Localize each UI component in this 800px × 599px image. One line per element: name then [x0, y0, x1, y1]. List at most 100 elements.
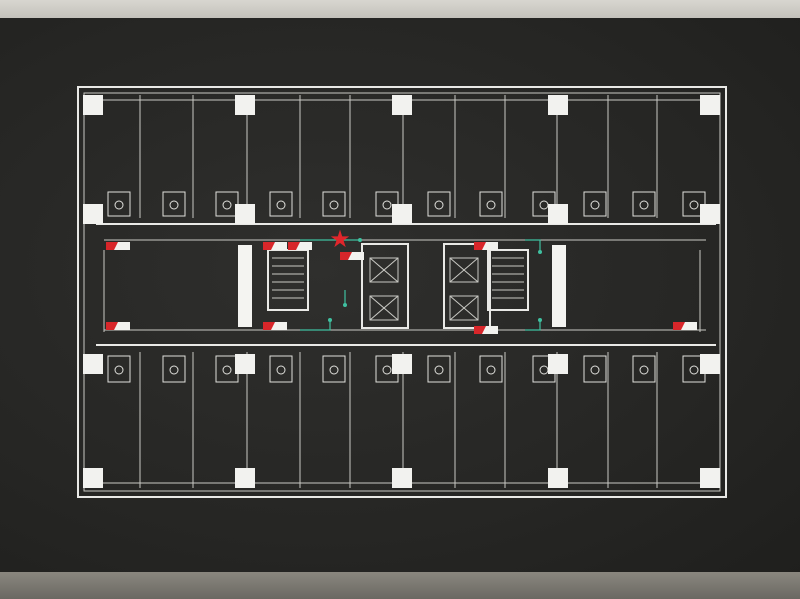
structural-column: [392, 354, 412, 374]
building-outline: [77, 86, 727, 498]
elevator-car: [369, 295, 399, 321]
route-arrow-head: [358, 238, 362, 242]
structural-column: [700, 204, 720, 224]
toilet-icon: [329, 200, 339, 210]
bathroom-unit-top: [215, 191, 239, 217]
exit-sign-base: [106, 242, 130, 250]
route-arrow-head: [343, 303, 347, 307]
elevator-car: [449, 257, 479, 283]
structural-column: [700, 354, 720, 374]
structural-column: [392, 468, 412, 488]
exit-sign-red: [474, 326, 486, 334]
toilet-icon: [590, 365, 600, 375]
exit-sign-red: [673, 322, 685, 330]
exit-sign-red: [106, 322, 118, 330]
structural-column: [700, 95, 720, 115]
structural-column: [235, 354, 255, 374]
toilet-icon: [169, 200, 179, 210]
structural-column: [235, 468, 255, 488]
bathroom-unit-bottom: [632, 355, 656, 383]
stairwell-left: [267, 249, 309, 311]
exit-sign-icon: [474, 242, 498, 250]
bathroom-unit-bottom: [215, 355, 239, 383]
toilet-icon: [689, 200, 699, 210]
elevator-cross: [449, 295, 479, 321]
exit-sign-red: [340, 252, 352, 260]
bathroom-unit-bottom: [162, 355, 186, 383]
exit-sign-red: [263, 322, 275, 330]
structural-column: [548, 204, 568, 224]
exit-sign-base: [340, 252, 364, 260]
structural-column: [83, 204, 103, 224]
bathroom-unit-bottom: [107, 355, 131, 383]
core-wall: [552, 245, 566, 327]
exit-sign-red: [288, 242, 300, 250]
escape-route-arrow: [300, 320, 331, 331]
exit-sign-icon: [263, 322, 287, 330]
structural-column: [392, 95, 412, 115]
escape-route-arrow: [525, 239, 541, 252]
exit-sign-base: [673, 322, 697, 330]
toilet-icon: [329, 365, 339, 375]
exit-sign-icon: [474, 326, 498, 334]
exit-sign-icon: [673, 322, 697, 330]
bathroom-unit-top: [427, 191, 451, 217]
route-arrow-head: [328, 318, 332, 322]
exit-sign-red: [474, 242, 486, 250]
exit-sign-icon: [106, 322, 130, 330]
stairwell-right: [487, 249, 529, 311]
toilet-icon: [639, 200, 649, 210]
toilet-icon: [222, 365, 232, 375]
bathroom-unit-top: [107, 191, 131, 217]
exit-sign-base: [106, 322, 130, 330]
bathroom-unit-top: [162, 191, 186, 217]
bathroom-unit-top: [269, 191, 293, 217]
exit-sign-base: [474, 326, 498, 334]
elevator-cross: [369, 257, 399, 283]
bathroom-unit-bottom: [269, 355, 293, 383]
toilet-icon: [382, 200, 392, 210]
building-inner-outline: [83, 92, 721, 492]
toilet-icon: [539, 365, 549, 375]
toilet-icon: [590, 200, 600, 210]
structural-column: [83, 468, 103, 488]
structural-column: [392, 204, 412, 224]
toilet-icon: [539, 200, 549, 210]
elevator-shaft-left: [361, 243, 409, 329]
route-arrow-head: [538, 250, 542, 254]
toilet-icon: [382, 365, 392, 375]
elevator-cross: [449, 257, 479, 283]
bathroom-unit-top: [479, 191, 503, 217]
elevator-car: [449, 295, 479, 321]
bathroom-unit-bottom: [322, 355, 346, 383]
core-area: [238, 243, 566, 329]
exit-sign-base: [263, 242, 287, 250]
toilet-icon: [486, 200, 496, 210]
toilet-icon: [486, 365, 496, 375]
toilet-icon: [169, 365, 179, 375]
plan-linework: [77, 86, 727, 498]
structural-column: [548, 95, 568, 115]
floor-background: [0, 572, 800, 599]
exit-sign-icon: [288, 242, 312, 250]
toilet-icon: [276, 365, 286, 375]
exit-sign-base: [288, 242, 312, 250]
toilet-icon: [114, 200, 124, 210]
route-arrow-head: [538, 318, 542, 322]
structural-column: [83, 95, 103, 115]
exit-sign-red: [106, 242, 118, 250]
bathroom-unit-bottom: [583, 355, 607, 383]
escape-route-arrow: [525, 320, 541, 331]
exit-sign-icon: [106, 242, 130, 250]
bathroom-unit-top: [632, 191, 656, 217]
toilet-icon: [222, 200, 232, 210]
exit-sign-red: [263, 242, 275, 250]
elevator-cross: [369, 295, 399, 321]
core-wall: [238, 245, 252, 327]
elevator-car: [369, 257, 399, 283]
structural-column: [548, 354, 568, 374]
escape-routes: [300, 238, 542, 331]
exit-sign-icon: [263, 242, 287, 250]
toilet-icon: [114, 365, 124, 375]
structural-column: [235, 95, 255, 115]
